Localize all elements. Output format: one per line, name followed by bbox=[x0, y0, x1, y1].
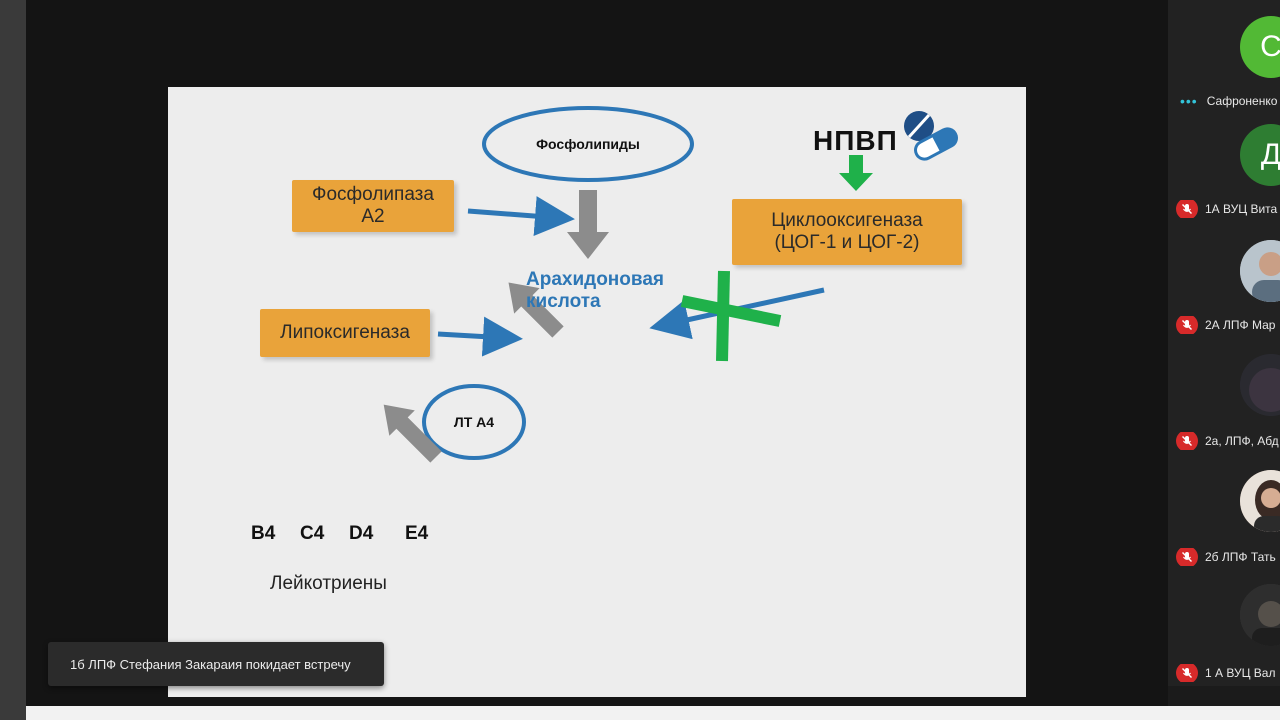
participant-tile[interactable]: 2а, ЛПФ, Абд bbox=[1168, 348, 1280, 464]
participant-tile[interactable]: С ••• Сафроненко bbox=[1168, 8, 1280, 124]
arachidonic-acid-label: Арахидоновая кислота bbox=[526, 269, 664, 312]
cyclooxygenase-box: Циклооксигеназа (ЦОГ-1 и ЦОГ-2) bbox=[732, 199, 962, 265]
participant-tile[interactable]: 2б ЛПФ Тать bbox=[1168, 464, 1280, 580]
participant-name-row: ••• Сафроненко bbox=[1168, 92, 1280, 110]
participant-tile[interactable]: Д 1А ВУЦ Вита bbox=[1168, 116, 1280, 232]
leukotriene-b4: В4 bbox=[251, 523, 276, 544]
phospholipids-oval bbox=[482, 106, 694, 182]
participant-name: 2А ЛПФ Мар bbox=[1205, 318, 1276, 332]
avatar: С bbox=[1240, 16, 1280, 78]
leukotriene-d4: D4 bbox=[349, 523, 374, 544]
window-left-edge bbox=[0, 0, 26, 720]
avatar-photo bbox=[1240, 584, 1280, 646]
phospholipase-box: Фосфолипаза А2 bbox=[292, 180, 454, 232]
participant-tile[interactable]: 1 А ВУЦ Вал bbox=[1168, 580, 1280, 696]
participant-name: 2а, ЛПФ, Абд bbox=[1205, 434, 1279, 448]
phospholipids-label: Фосфолипиды bbox=[536, 136, 640, 152]
blue-arrow-lipoxygenase-icon bbox=[437, 316, 523, 357]
slide-diagram bbox=[383, 106, 958, 463]
avatar-photo bbox=[1240, 240, 1280, 302]
green-arrow-down-icon bbox=[839, 155, 873, 191]
avatar: Д bbox=[1240, 124, 1280, 186]
avatar-initial: Д bbox=[1260, 138, 1280, 171]
participant-name: 2б ЛПФ Тать bbox=[1205, 550, 1276, 564]
leukotrienes-label: Лейкотриены bbox=[270, 573, 387, 594]
green-cross-horizontal-icon bbox=[680, 295, 782, 327]
nsaid-label: НПВП bbox=[813, 125, 898, 156]
mic-muted-icon bbox=[1176, 200, 1198, 218]
avatar-photo bbox=[1240, 354, 1280, 416]
mic-muted-icon bbox=[1176, 432, 1198, 450]
participant-name-row: 1 А ВУЦ Вал bbox=[1168, 664, 1280, 682]
gray-arrow-lta4-icon bbox=[508, 282, 564, 338]
participant-name: Сафроненко bbox=[1206, 94, 1278, 108]
gray-arrow-down-icon bbox=[567, 190, 609, 259]
participant-name-row: 2А ЛПФ Мар bbox=[1168, 316, 1280, 334]
lta4-oval bbox=[422, 384, 526, 460]
mic-muted-icon bbox=[1176, 664, 1198, 682]
toast-text: 1б ЛПФ Стефания Закараия покидает встреч… bbox=[70, 656, 351, 672]
leave-notification-toast: 1б ЛПФ Стефания Закараия покидает встреч… bbox=[48, 642, 384, 686]
bottom-bar bbox=[26, 706, 1280, 720]
mic-muted-icon bbox=[1176, 548, 1198, 566]
participant-tile[interactable]: 2А ЛПФ Мар bbox=[1168, 232, 1280, 348]
blue-arrow-phospholipase-icon bbox=[467, 196, 575, 237]
leukotriene-e4: Е4 bbox=[405, 523, 429, 544]
lipoxygenase-box: Липоксигеназа bbox=[260, 309, 430, 357]
participant-name: 1А ВУЦ Вита bbox=[1205, 202, 1278, 216]
green-cross-vertical-icon bbox=[716, 270, 730, 362]
shared-slide: Фосфолипиды НПВП Фосфолипаза А2 Циклоокс… bbox=[168, 87, 1026, 697]
participant-name-row: 2б ЛПФ Тать bbox=[1168, 548, 1280, 566]
lta4-label: ЛТ А4 bbox=[453, 414, 495, 430]
participant-name-row: 1А ВУЦ Вита bbox=[1168, 200, 1280, 218]
mic-muted-icon bbox=[1176, 316, 1198, 334]
leukotriene-c4: С4 bbox=[300, 523, 325, 544]
avatar-photo bbox=[1240, 470, 1280, 532]
gray-arrow-leukotrienes-icon bbox=[383, 404, 442, 463]
speaking-indicator-icon: ••• bbox=[1180, 93, 1198, 109]
pills-icon bbox=[904, 111, 958, 161]
blue-arrow-cox-icon bbox=[649, 287, 825, 340]
participants-sidebar: С ••• Сафроненко Д 1А ВУЦ Вита 2А ЛПФ Ма… bbox=[1168, 0, 1280, 686]
avatar-initial: С bbox=[1260, 30, 1280, 63]
participant-name: 1 А ВУЦ Вал bbox=[1205, 666, 1276, 680]
participant-name-row: 2а, ЛПФ, Абд bbox=[1168, 432, 1280, 450]
